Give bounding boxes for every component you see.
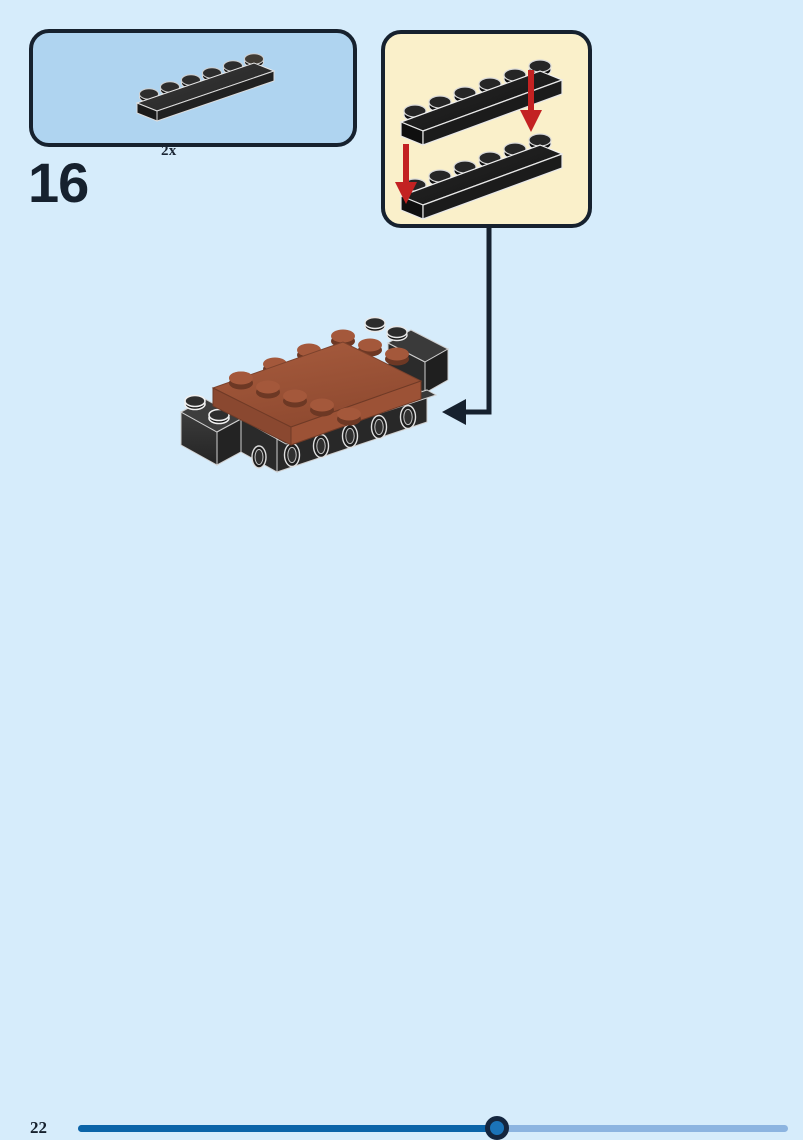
instruction-page: 2x 16 [0, 29, 803, 1140]
placement-arrow-left-icon [395, 144, 417, 204]
page-footer: 22 [0, 553, 803, 1140]
parts-list-box: 2x [29, 29, 357, 159]
progress-bar-knob[interactable] [484, 1116, 509, 1140]
plate-4x6-reddish-brown [211, 329, 423, 446]
inset-plate-lower [399, 133, 564, 220]
brick-modified-black-right [364, 316, 450, 394]
main-assembly-illustration [175, 305, 465, 505]
callout-connector [440, 224, 510, 425]
progress-bar-track[interactable] [78, 1125, 788, 1132]
page-number: 22 [30, 1118, 47, 1137]
inset-plate-upper [399, 59, 564, 146]
part-quantity-label: 2x [161, 143, 177, 159]
inset-assembly-illustration [395, 59, 564, 220]
step-number: 16 [28, 151, 89, 214]
progress-bar-fill [78, 1125, 497, 1132]
inset-detail-box [381, 30, 592, 228]
placement-arrow-right-icon [520, 70, 542, 132]
callout-arrow-icon [442, 224, 492, 425]
part-plate-1x6-black-illustration [135, 53, 276, 122]
